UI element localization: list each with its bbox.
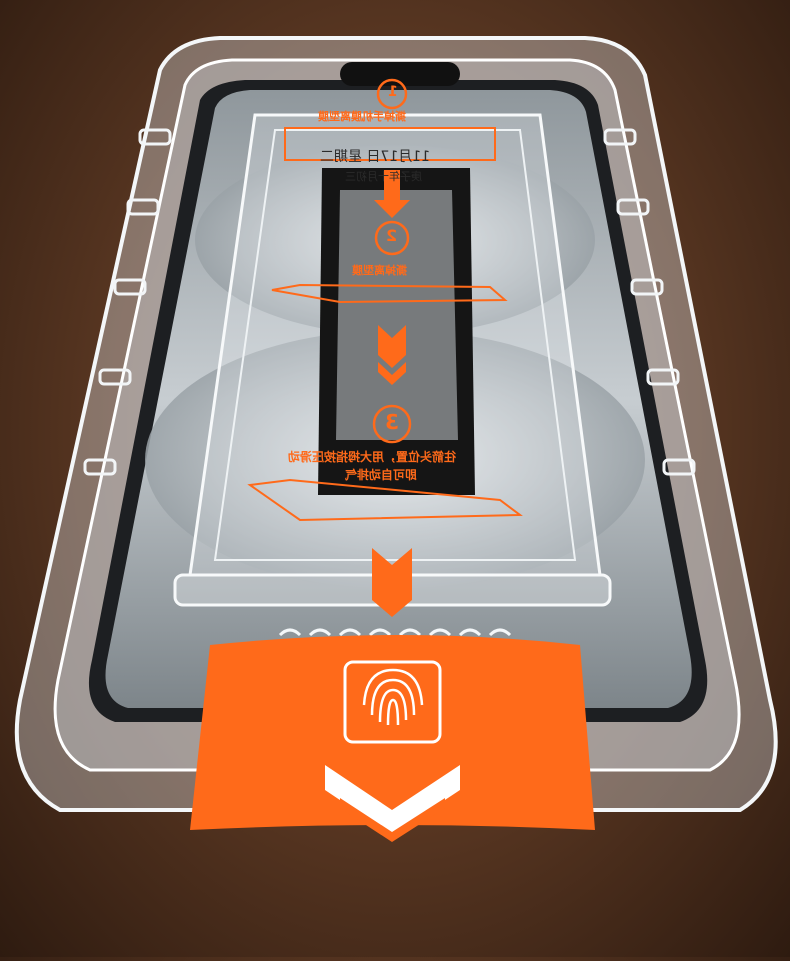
chevron-step-2-icon — [378, 325, 406, 368]
lock-screen-lunar: 庚子年十月初三 — [345, 170, 422, 183]
fingerprint-icon — [362, 668, 424, 726]
dynamic-island — [340, 62, 460, 86]
step-1-circle — [376, 78, 408, 110]
step-3-circle — [372, 404, 412, 444]
chevron-step-2b-icon — [378, 362, 406, 385]
step-2-phone-outline — [271, 283, 508, 304]
release-film-window — [336, 190, 458, 440]
guide-frame-inner — [213, 129, 577, 561]
step-3-instruction: 往箭头位置，用大拇指按压滑动 — [288, 450, 457, 464]
vent-ridges — [278, 628, 512, 637]
arrow-step-1-icon — [374, 170, 410, 218]
lock-screen-date: 11月17日 星期二 — [320, 149, 431, 165]
step-3-number: 3 — [385, 410, 399, 434]
double-chevron-gap — [340, 798, 445, 842]
step-1-instruction: 撕掉手机膜离型膜 — [318, 110, 406, 123]
chevron-bottom-icon — [372, 548, 412, 617]
pull-tab — [190, 635, 595, 830]
step-3-phone-outline — [247, 478, 523, 522]
tray-slots-right — [603, 128, 696, 476]
step-2-number: 2 — [386, 226, 398, 245]
step-1-number: 1 — [388, 84, 398, 100]
double-chevron-down-icon — [325, 765, 460, 835]
tray-slots-left — [83, 128, 172, 476]
step-2-circle — [374, 220, 410, 256]
step-1-outline — [284, 127, 496, 161]
fingerprint-frame — [343, 660, 442, 744]
step-2-instruction: 撕掉离型膜 — [352, 264, 407, 277]
step-3-instruction-line2: 即可自动排气 — [345, 468, 418, 482]
